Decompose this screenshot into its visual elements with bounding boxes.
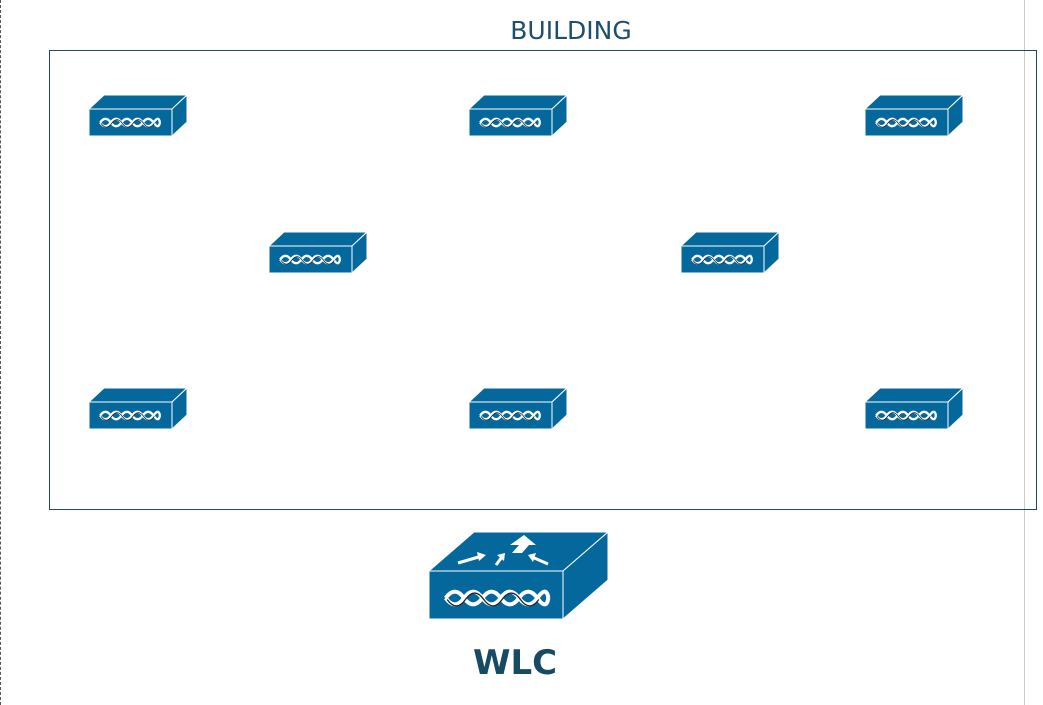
page-border-right (1024, 0, 1025, 705)
access-point-icon[interactable] (88, 388, 188, 431)
wlc-icon[interactable] (427, 530, 610, 621)
wlc-label: WLC (472, 643, 558, 683)
access-point-icon[interactable] (864, 388, 964, 431)
access-point-icon[interactable] (468, 95, 568, 138)
access-point-icon[interactable] (88, 95, 188, 138)
building-boundary (49, 50, 1037, 510)
access-point-icon[interactable] (680, 232, 780, 275)
building-title: BUILDING (510, 16, 632, 45)
access-point-icon[interactable] (468, 388, 568, 431)
access-point-icon[interactable] (864, 95, 964, 138)
access-point-icon[interactable] (268, 232, 368, 275)
page-border-left (0, 0, 1, 705)
